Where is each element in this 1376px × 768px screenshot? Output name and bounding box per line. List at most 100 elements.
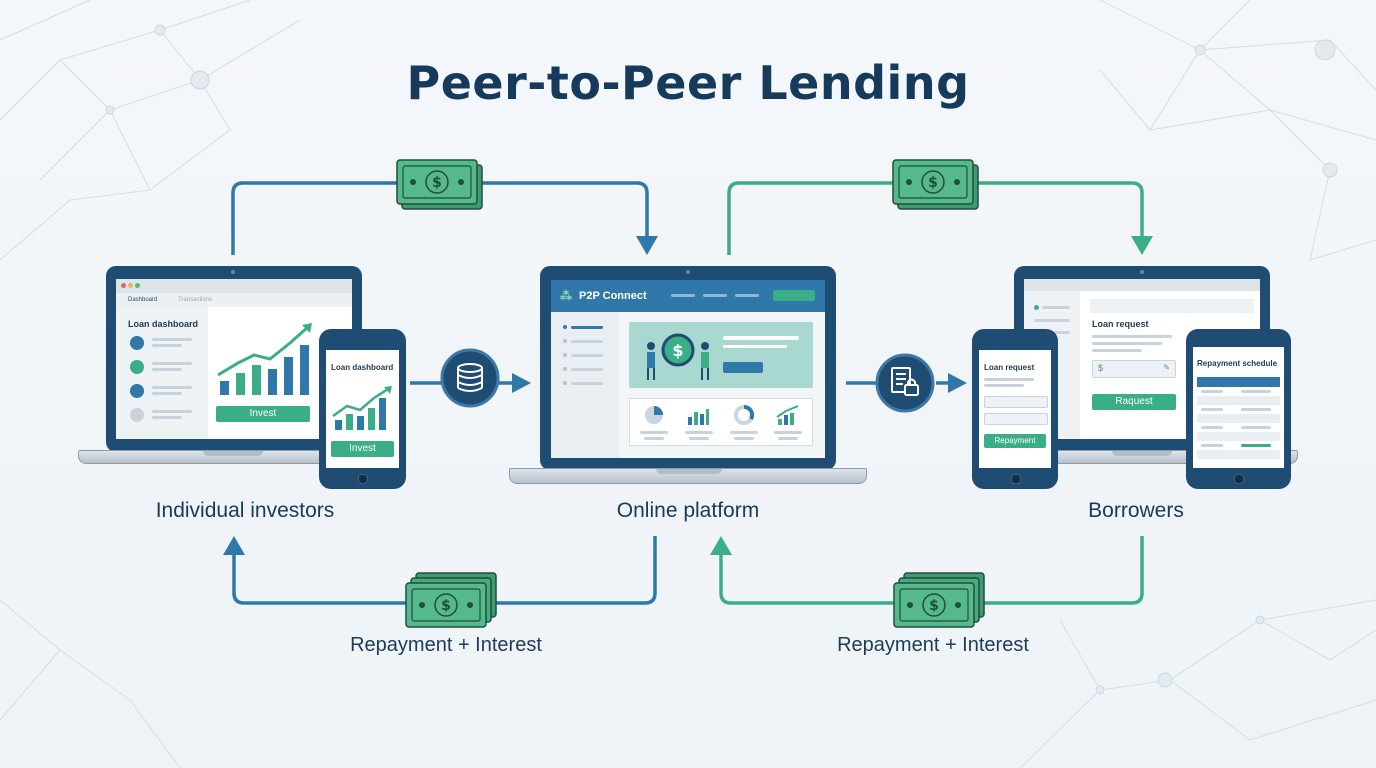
- platform-header: ⁂ P2P Connect: [551, 280, 825, 312]
- borrower-phone-screen: Loan request Repayment: [979, 350, 1051, 468]
- text-line: [723, 336, 799, 340]
- borrower-tablet-screen: Repayment schedule: [1193, 347, 1284, 468]
- hero-banner: $: [629, 322, 813, 388]
- text-line: [984, 384, 1024, 387]
- edit-icon: ✎: [1163, 363, 1170, 372]
- coins-icon: [440, 348, 500, 408]
- sidebar: [551, 312, 619, 458]
- platform-caption: Online platform: [616, 499, 760, 522]
- investors-caption: Individual investors: [155, 499, 335, 522]
- currency-prefix: $: [1098, 363, 1104, 373]
- text-line: [730, 431, 758, 434]
- window-dot: [121, 283, 126, 288]
- bar-chart-icon: [688, 409, 709, 425]
- schedule-header-row: [1197, 377, 1280, 387]
- avatar: [130, 384, 144, 398]
- arrowhead-right-mid-left: [512, 373, 531, 393]
- invest-button[interactable]: Invest: [331, 441, 394, 457]
- text-line: [644, 437, 664, 440]
- camera: [231, 270, 235, 274]
- document-lock-icon: [875, 353, 935, 413]
- camera: [1140, 270, 1144, 274]
- text-line: [778, 437, 798, 440]
- loan-request-heading: Loan request: [984, 363, 1035, 372]
- arrowhead-up-investors: [223, 536, 245, 555]
- repayment-label-right: Repayment + Interest: [837, 634, 1029, 656]
- text-line: [152, 410, 192, 413]
- repayment-schedule-heading: Repayment schedule: [1197, 359, 1278, 368]
- svg-text:$: $: [672, 341, 683, 360]
- borrower-laptop-screen: Loan request $ ✎ Raquest: [1024, 279, 1260, 439]
- search-bar[interactable]: [1090, 299, 1254, 313]
- text-line: [152, 368, 182, 371]
- input-field[interactable]: [984, 413, 1048, 425]
- laptop-notch: [1112, 451, 1172, 456]
- window-dot: [135, 283, 140, 288]
- donut-chart-icon: [734, 405, 755, 425]
- loan-request-heading: Loan request: [1092, 319, 1149, 329]
- nav-link[interactable]: [671, 294, 695, 297]
- amount-field[interactable]: $ ✎: [1092, 360, 1176, 378]
- banknote-stack-icon: $: [893, 572, 985, 628]
- request-button[interactable]: Raquest: [1092, 394, 1176, 410]
- growth-chart-icon: [776, 405, 799, 425]
- nav-link[interactable]: [703, 294, 727, 297]
- home-button: [1011, 474, 1021, 484]
- browser-bar: [116, 279, 352, 293]
- text-line: [734, 437, 754, 440]
- text-line: [984, 378, 1034, 381]
- text-line: [152, 344, 182, 347]
- text-line: [152, 392, 182, 395]
- laptop-notch: [203, 451, 263, 456]
- platform-laptop-base: [509, 468, 867, 484]
- text-line: [723, 345, 787, 348]
- text-line: [1092, 349, 1142, 352]
- invest-button[interactable]: Invest: [216, 406, 310, 422]
- text-line: [152, 416, 182, 419]
- banknote-stack-icon: $: [405, 572, 497, 628]
- svg-text:$: $: [441, 598, 451, 614]
- text-line: [1092, 335, 1172, 338]
- text-line: [1092, 342, 1162, 345]
- camera: [686, 270, 690, 274]
- schedule-table: [1197, 387, 1280, 463]
- banknote-icon: $: [396, 159, 483, 210]
- repayment-label-left: Repayment + Interest: [350, 634, 542, 656]
- text-line: [689, 437, 709, 440]
- p2p-logo-icon: ⁂: [560, 289, 572, 303]
- borrowers-caption: Borrowers: [1088, 499, 1184, 522]
- growth-chart-icon: [217, 323, 312, 395]
- loan-dashboard-heading: Loan dashboard: [331, 363, 394, 372]
- banknote-icon: $: [892, 159, 979, 210]
- home-button: [358, 474, 368, 484]
- pie-chart-icon: [645, 406, 663, 424]
- avatar: [130, 336, 144, 350]
- platform-laptop-screen: ⁂ P2P Connect $: [551, 280, 825, 458]
- brand-name: P2P Connect: [579, 290, 647, 302]
- hero-button[interactable]: [723, 362, 763, 373]
- avatar: [130, 360, 144, 374]
- nav-link[interactable]: [735, 294, 759, 297]
- tab-dashboard[interactable]: Dashboard: [128, 297, 158, 303]
- loan-dashboard-heading: Loan dashboard: [128, 319, 199, 329]
- tab-transactions[interactable]: Transactions: [178, 297, 213, 303]
- window-dot: [128, 283, 133, 288]
- investor-phone-screen: Loan dashboard Invest: [326, 350, 399, 468]
- text-line: [640, 431, 668, 434]
- input-field[interactable]: [984, 396, 1048, 408]
- header-button[interactable]: [773, 290, 815, 301]
- svg-text:$: $: [928, 175, 938, 191]
- repayment-button[interactable]: Repayment: [984, 434, 1046, 448]
- page-title: Peer-to-Peer Lending: [406, 56, 970, 110]
- people-exchange-money-icon: $: [647, 333, 709, 380]
- text-line: [152, 386, 192, 389]
- text-line: [152, 338, 192, 341]
- arrowhead-up-platform: [710, 536, 732, 555]
- growth-chart-icon: [332, 386, 392, 430]
- investor-laptop-screen: Dashboard Transactions Loan dashboard In…: [116, 279, 352, 439]
- stats-panel: [629, 398, 813, 446]
- svg-text:$: $: [929, 598, 939, 614]
